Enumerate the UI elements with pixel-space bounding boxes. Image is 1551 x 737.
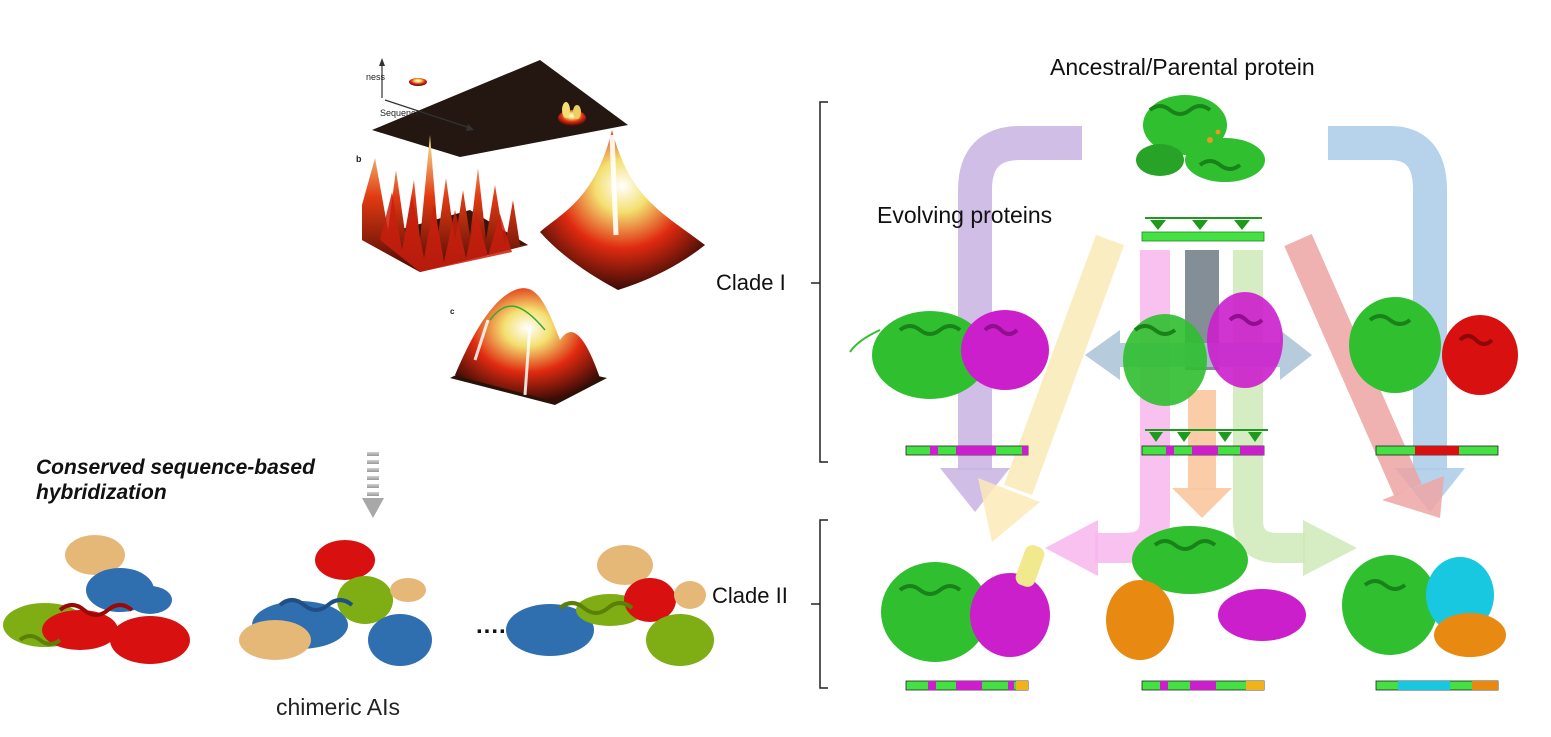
clade2-bar-left: [905, 680, 1029, 691]
clade1-protein-left: [849, 310, 1049, 399]
chimeric-ais-label: chimeric AIs: [276, 694, 400, 720]
clade-1-bracket: [811, 101, 828, 463]
clade2-bar-center: [1141, 680, 1265, 691]
clade2-protein-center: [1106, 526, 1306, 660]
clade-2-bracket: [811, 519, 828, 689]
chimeric-protein-2: [239, 540, 432, 666]
axis-fitness-label: ness: [366, 72, 386, 82]
panel-b-label: b: [356, 154, 362, 164]
clade1-bar-center: [1141, 429, 1268, 456]
ancestral-sequence-bar: [1141, 217, 1265, 242]
evolving-proteins-label: Evolving proteins: [877, 202, 1053, 228]
clade1-protein-right: [1349, 297, 1518, 395]
ancestral-protein: [1136, 95, 1265, 182]
ancestral-protein-title: Ancestral/Parental protein: [1050, 54, 1315, 80]
clade2-bar-right: [1375, 680, 1499, 691]
chimeric-protein-1: [3, 535, 190, 664]
conserved-hybridization-label: Conserved sequence-based hybridization: [36, 455, 366, 505]
landscape-panel-b: b: [356, 130, 705, 290]
chimeric-protein-3: [506, 545, 714, 666]
clade-2-label: Clade II: [712, 583, 788, 608]
landscape-panel-c: c: [450, 288, 607, 405]
hybridization-dashed-arrow: [362, 452, 384, 518]
axis-sequence-label: Sequence: [380, 108, 421, 118]
clade2-protein-left: [881, 545, 1050, 662]
clade2-protein-right: [1342, 555, 1506, 657]
clade1-bar-left: [905, 445, 1029, 456]
conserved-label-line-2: hybridization: [36, 481, 167, 504]
clade1-bar-right: [1375, 445, 1499, 456]
conserved-label-line-1: Conserved sequence-based: [36, 456, 315, 479]
ellipsis-label: ....: [476, 612, 507, 639]
landscape-panel-a: Sequence ness: [366, 58, 628, 157]
clade-1-label: Clade I: [716, 270, 786, 295]
clade1-protein-center: [1123, 292, 1283, 406]
panel-c-label: c: [450, 307, 455, 316]
